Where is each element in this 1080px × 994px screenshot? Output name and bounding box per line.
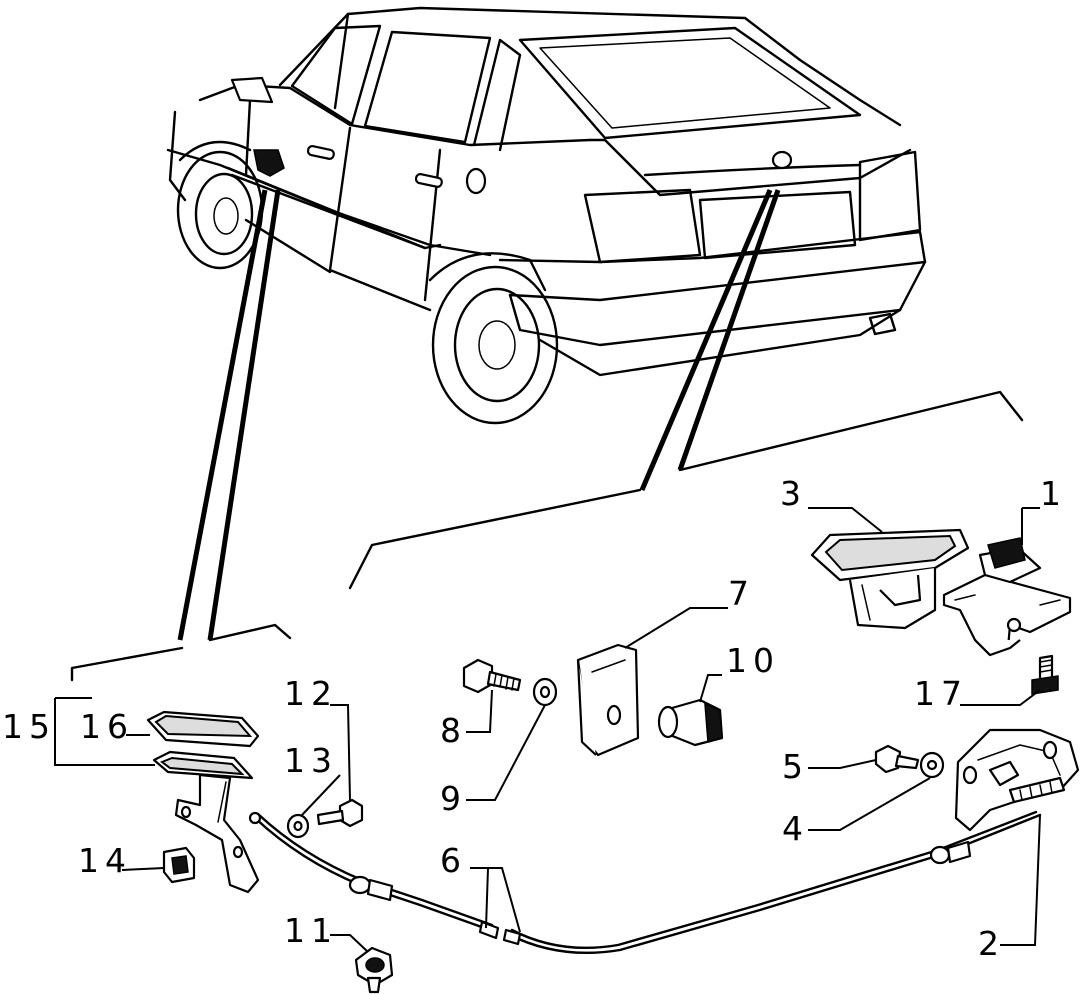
part-3-tailgate-handle[interactable] bbox=[810, 528, 970, 630]
part-12-screw[interactable] bbox=[316, 798, 364, 828]
part-9-washer[interactable] bbox=[532, 677, 558, 707]
callout-1: 1 bbox=[1040, 474, 1067, 513]
callout-9: 9 bbox=[440, 779, 467, 818]
car-illustration bbox=[166, 6, 927, 425]
leader-lines bbox=[54, 507, 1041, 953]
part-14-clip[interactable] bbox=[162, 846, 196, 884]
callout-10: 10 bbox=[726, 641, 780, 680]
part-16-pad[interactable] bbox=[146, 710, 260, 748]
callout-14: 14 bbox=[78, 841, 132, 880]
part-2-release-mechanism[interactable] bbox=[954, 728, 1080, 832]
callout-11: 11 bbox=[284, 911, 338, 950]
callout-6: 6 bbox=[440, 841, 467, 880]
part-15-door-release-lever[interactable] bbox=[152, 750, 260, 894]
callout-labels: 1 2 3 4 5 6 7 8 9 10 11 12 13 14 15 16 1… bbox=[2, 474, 1067, 963]
part-10-bush[interactable] bbox=[657, 698, 724, 747]
callout-2: 2 bbox=[978, 924, 1005, 963]
callout-13: 13 bbox=[284, 741, 338, 780]
part-5-bolt[interactable] bbox=[874, 744, 920, 774]
part-13-washer[interactable] bbox=[286, 813, 310, 839]
part-11-clip[interactable] bbox=[354, 946, 394, 994]
callout-4: 4 bbox=[782, 809, 809, 848]
part-17-screw[interactable] bbox=[1031, 654, 1059, 695]
part-8-bolt[interactable] bbox=[462, 658, 522, 694]
callout-15: 15 bbox=[2, 707, 56, 746]
part-1-tailgate-latch[interactable] bbox=[942, 537, 1072, 657]
part-6-release-cable[interactable] bbox=[248, 810, 1042, 955]
callout-7: 7 bbox=[728, 574, 755, 613]
detail-pointer-lines bbox=[177, 189, 781, 641]
callout-17: 17 bbox=[914, 674, 968, 713]
part-7-bracket[interactable] bbox=[576, 643, 640, 757]
callout-5: 5 bbox=[782, 747, 809, 786]
detail-frame-lines bbox=[70, 390, 1024, 682]
callout-16: 16 bbox=[80, 707, 134, 746]
callout-3: 3 bbox=[780, 474, 807, 513]
callout-8: 8 bbox=[440, 711, 467, 750]
part-4-washer[interactable] bbox=[919, 751, 945, 779]
callout-12: 12 bbox=[284, 674, 338, 713]
